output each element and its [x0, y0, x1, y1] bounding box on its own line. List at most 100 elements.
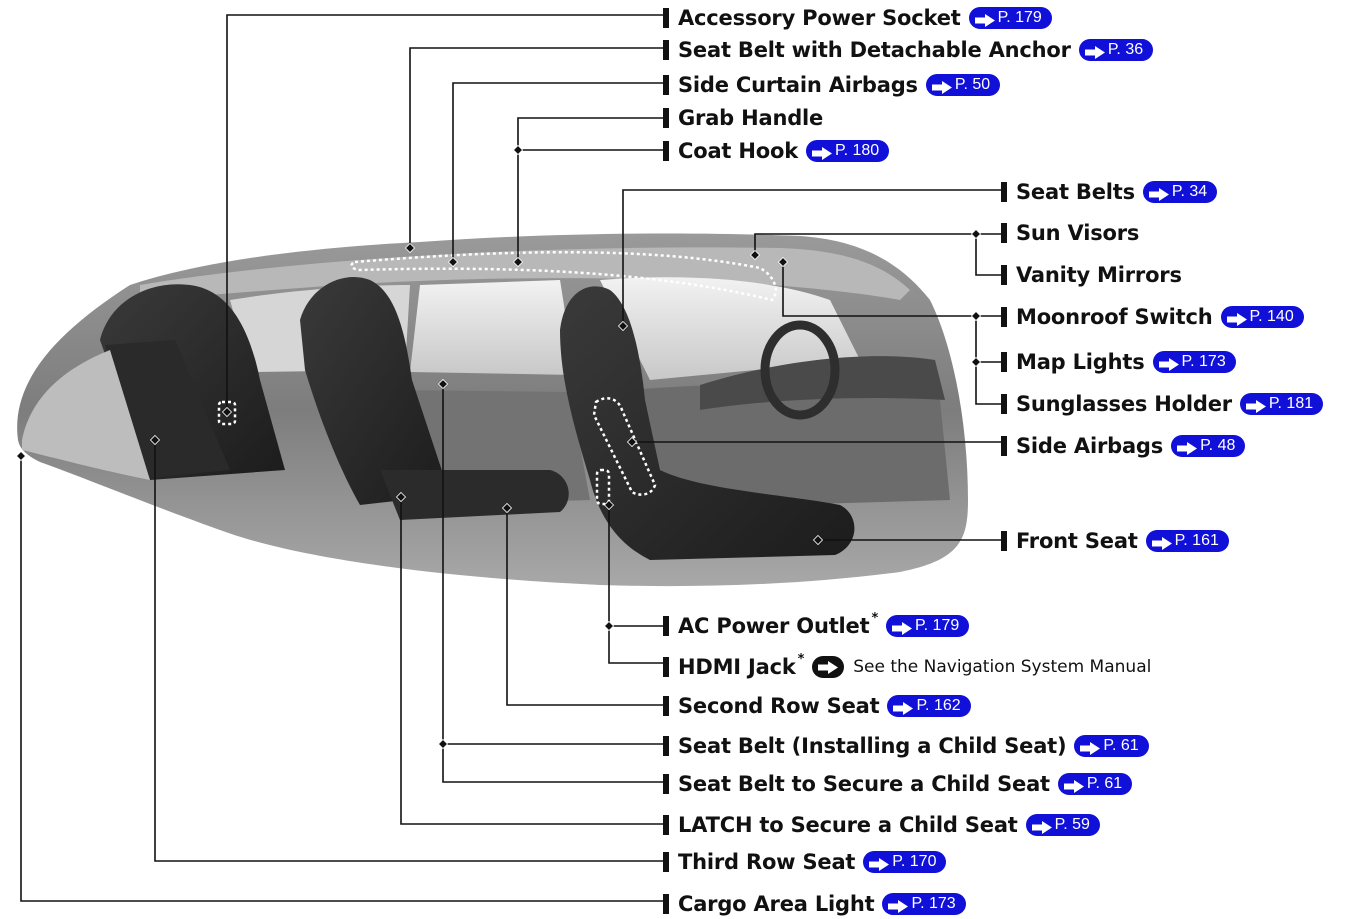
page-reference-text: P. 162 [916, 697, 961, 714]
callout-label: Moonroof Switch [1016, 305, 1213, 329]
page-reference-link[interactable]: P. 140 [1220, 306, 1304, 328]
page-reference-link[interactable]: P. 162 [887, 695, 971, 717]
page-reference-link[interactable]: P. 61 [1074, 735, 1149, 757]
callout-tick [1001, 352, 1007, 372]
page-reference-link[interactable]: P. 170 [863, 851, 947, 873]
leader-line-seat-belt-secure-child-seat [442, 744, 663, 783]
callout-label: Second Row Seat [678, 694, 880, 718]
leader-line-hdmi-jack [608, 626, 663, 664]
callout-label: Sun Visors [1016, 221, 1140, 245]
leader-marker-side-curtain-airbags [447, 256, 459, 268]
arrow-right-icon [888, 898, 909, 913]
callout-label: Map Lights [1016, 350, 1145, 374]
leader-marker-accessory-power-socket [221, 406, 233, 418]
page-reference-text: P. 48 [1200, 437, 1236, 454]
callout-map-lights: Map Lights P. 173 [1001, 348, 1236, 376]
side-curtain-airbag-outline [350, 250, 777, 302]
leader-line-sun-visors [754, 233, 1001, 255]
callout-tick [663, 774, 669, 794]
page-reference-text: P. 179 [997, 9, 1042, 26]
page-reference-text: P. 36 [1107, 41, 1144, 58]
leader-line-latch-secure-child-seat [400, 497, 663, 825]
callout-tick [663, 616, 669, 636]
callout-second-row-seat: Second Row Seat P. 162 [663, 692, 971, 720]
leader-marker-sunglasses-holder [970, 356, 982, 368]
callout-tick [1001, 182, 1007, 202]
page-reference-link[interactable]: P. 173 [882, 893, 966, 915]
callout-grab-handle: Grab Handle [663, 104, 823, 132]
page-reference-link[interactable]: P. 179 [886, 615, 970, 637]
page-reference-link[interactable]: P. 50 [925, 74, 1001, 96]
leader-marker-ac-power-outlet [603, 499, 615, 511]
arrow-right-icon [1151, 535, 1172, 550]
leader-marker-moonroof-switch [777, 256, 789, 268]
arrow-right-icon [1245, 398, 1266, 413]
middle-window [410, 280, 575, 375]
leader-line-sunglasses-holder [975, 362, 1001, 405]
page-reference-link[interactable]: P. 179 [968, 7, 1052, 29]
arrow-right-icon [892, 620, 913, 635]
see-manual-text: See the Navigation System Manual [853, 657, 1152, 677]
callout-tick [663, 815, 669, 835]
arrow-right-icon [1080, 740, 1101, 755]
leader-line-cargo-area-light [20, 456, 663, 902]
callout-tick [1001, 307, 1007, 327]
callout-side-airbags: Side Airbags P. 48 [1001, 432, 1246, 460]
page-reference-link[interactable]: P. 161 [1145, 530, 1229, 552]
headliner [140, 247, 910, 300]
arrow-right-icon [1084, 44, 1105, 59]
page-reference-link[interactable]: P. 181 [1239, 393, 1324, 415]
callout-ac-power-outlet: AC Power Outlet* P. 179 [663, 610, 970, 640]
page-reference-link[interactable]: P. 173 [1152, 351, 1236, 373]
page-reference-link[interactable]: P. 59 [1025, 814, 1100, 836]
callout-tick [1001, 265, 1007, 285]
leader-marker-second-row-seat [501, 502, 513, 514]
leader-line-side-curtain-airbags [452, 82, 663, 262]
page-reference-link[interactable]: P. 61 [1057, 773, 1133, 795]
callout-tick [1001, 223, 1007, 243]
callout-label: HDMI Jack [678, 655, 796, 679]
page-reference-text: P. 61 [1086, 775, 1123, 792]
callout-coat-hook: Coat Hook P. 180 [663, 137, 890, 165]
cargo-area [22, 350, 150, 480]
callout-seat-belt-installing-child-seat: Seat Belt (Installing a Child Seat) P. 61 [663, 732, 1149, 760]
leader-marker-seat-belt-detachable-anchor [404, 242, 416, 254]
page-reference-text: P. 61 [1103, 737, 1139, 754]
footnote-asterisk: * [871, 610, 879, 626]
callout-label: Sunglasses Holder [1016, 392, 1232, 416]
callout-label: Seat Belts [1016, 180, 1135, 204]
leader-line-vanity-mirrors [975, 234, 1001, 276]
callout-label: Seat Belt (Installing a Child Seat) [678, 734, 1067, 758]
page-reference-link[interactable]: P. 36 [1078, 39, 1154, 61]
callout-tick [663, 40, 669, 60]
page-reference-link[interactable]: P. 180 [805, 140, 890, 162]
callout-tick [663, 852, 669, 872]
callout-tick [663, 108, 669, 128]
callout-label: Side Airbags [1016, 434, 1164, 458]
callout-label: Coat Hook [678, 139, 798, 163]
callout-seat-belts: Seat Belts P. 34 [1001, 178, 1218, 206]
callout-tick [663, 141, 669, 161]
front-window [600, 277, 860, 380]
leader-line-map-lights [975, 316, 1001, 363]
arrow-right-icon [931, 79, 952, 94]
arrow-right-icon[interactable] [812, 656, 845, 678]
arrow-right-icon [893, 700, 914, 715]
callout-label: AC Power Outlet [678, 614, 870, 638]
callout-label: Seat Belt with Detachable Anchor [678, 38, 1071, 62]
callout-vanity-mirrors: Vanity Mirrors [1001, 261, 1182, 289]
leader-marker-cargo-area-light [15, 450, 27, 462]
callout-tick [663, 75, 669, 95]
leader-line-grab-handle [517, 117, 663, 262]
outlet-outline [595, 468, 611, 506]
callout-tick [1001, 436, 1007, 456]
page-reference-link[interactable]: P. 48 [1171, 435, 1246, 457]
callout-label: Front Seat [1016, 529, 1138, 553]
callout-moonroof-switch: Moonroof Switch P. 140 [1001, 303, 1304, 331]
footnote-asterisk: * [797, 651, 805, 667]
page-reference-link[interactable]: P. 34 [1142, 181, 1218, 203]
leader-marker-seat-belts [617, 320, 629, 332]
page-reference-text: P. 181 [1268, 395, 1314, 412]
